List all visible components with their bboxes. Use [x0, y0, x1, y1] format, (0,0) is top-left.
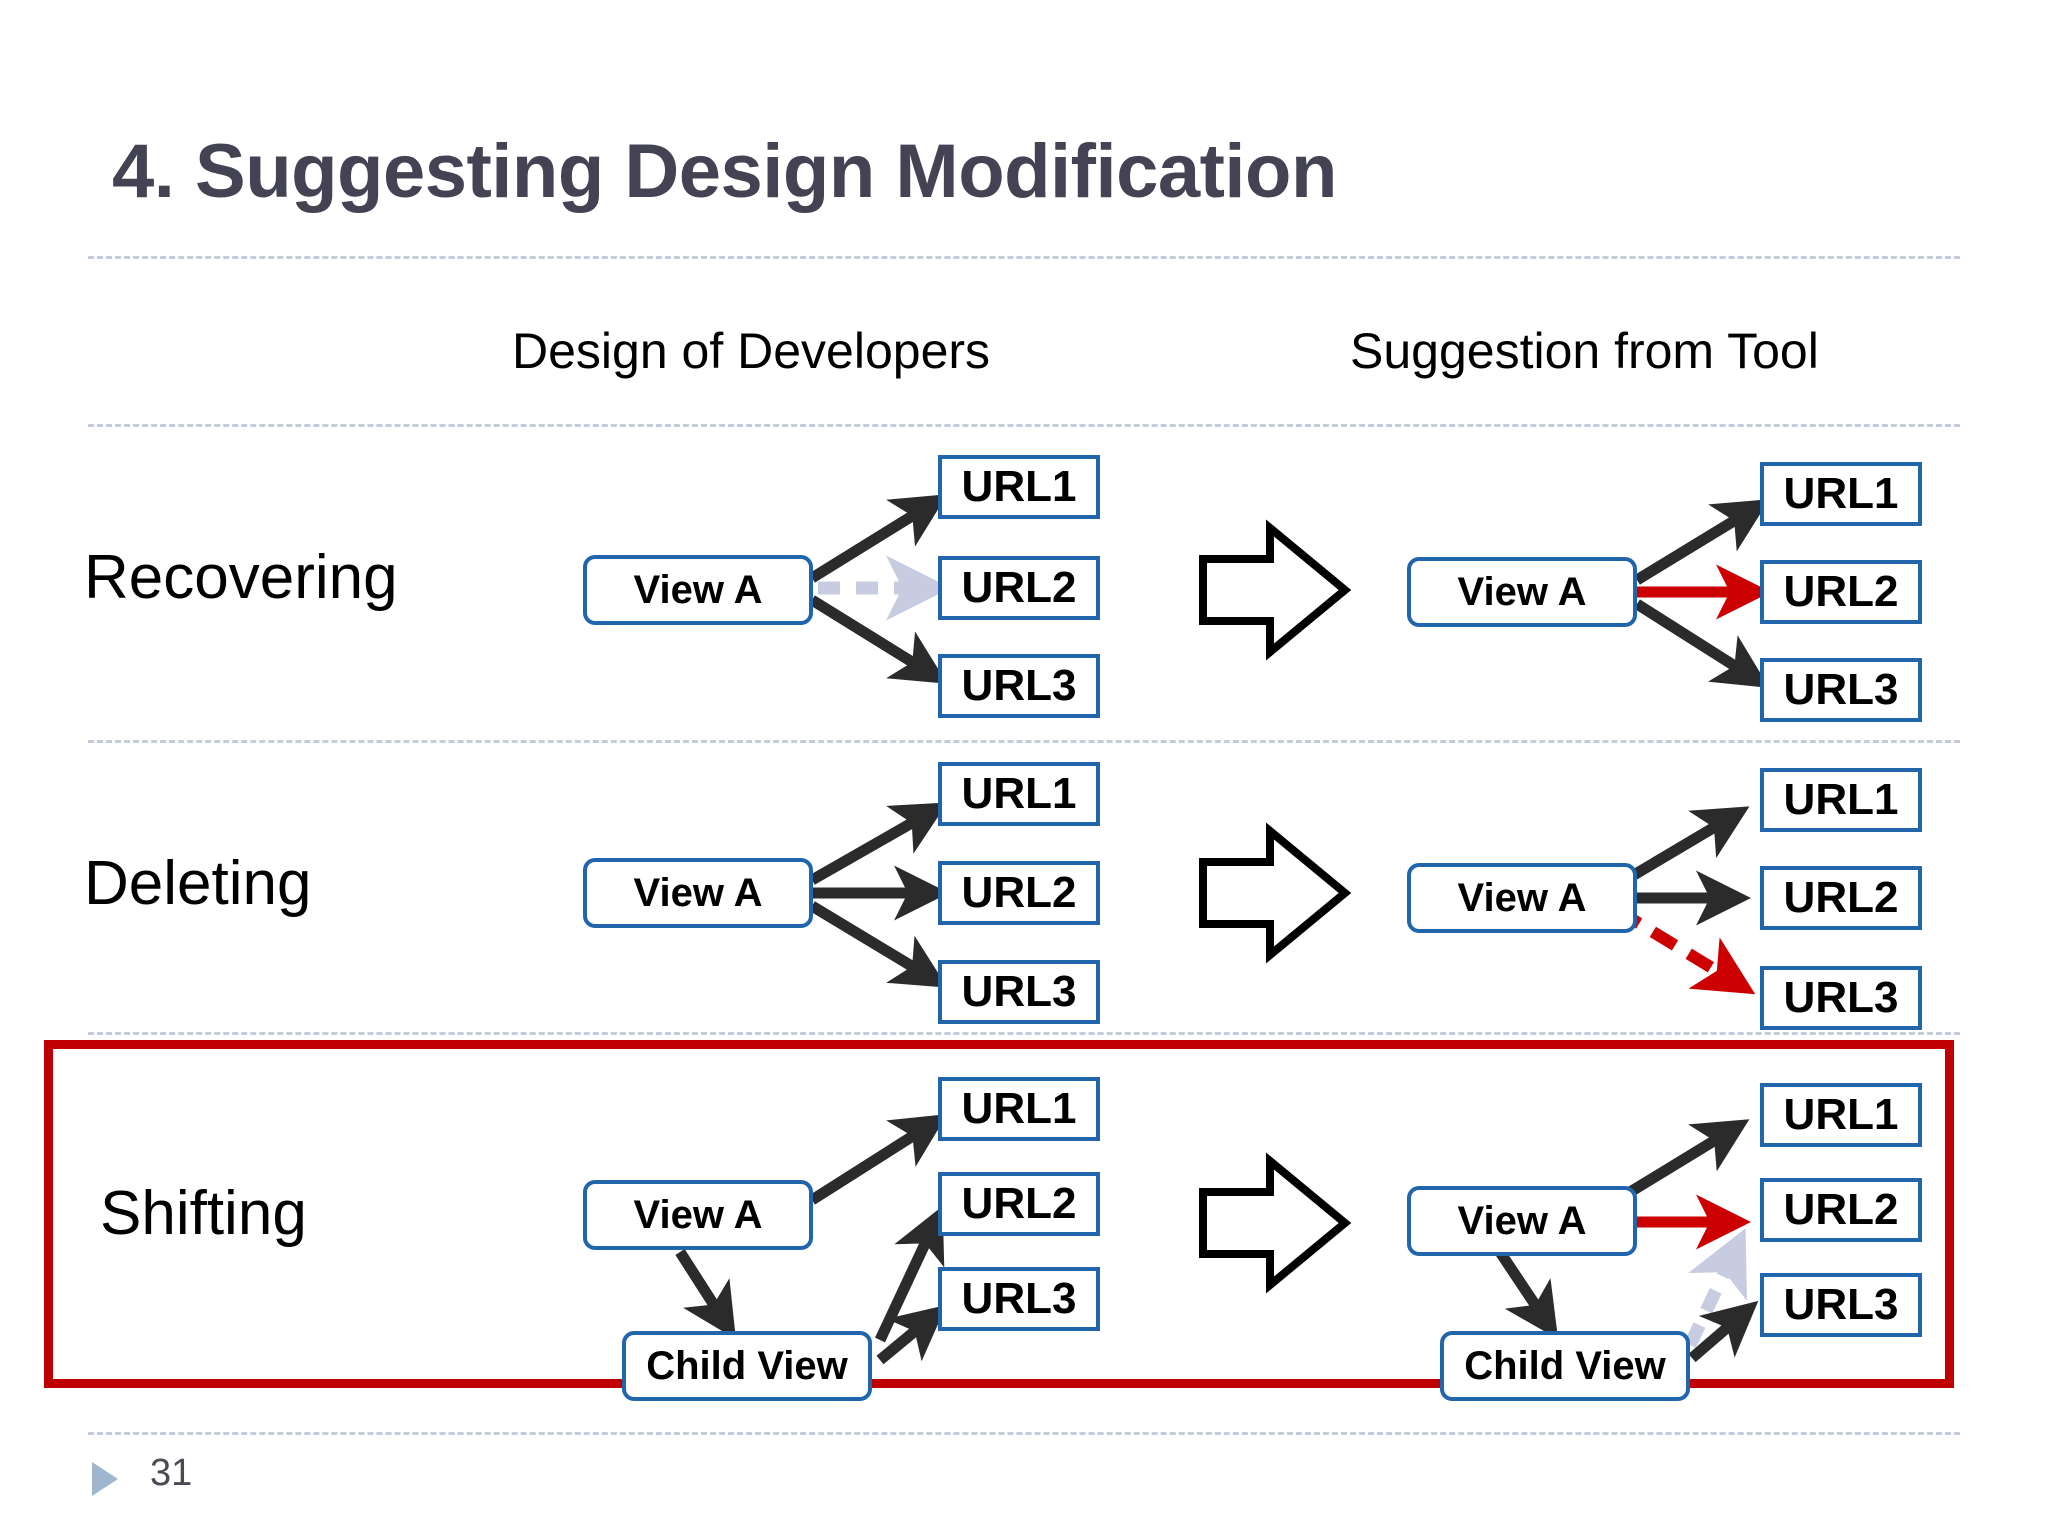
- triangle-bullet-icon: [92, 1462, 118, 1496]
- node-url1[interactable]: URL1: [1760, 768, 1922, 832]
- node-url1[interactable]: URL1: [1760, 462, 1922, 526]
- node-view-a[interactable]: View A: [583, 1180, 813, 1250]
- node-url1[interactable]: URL1: [938, 1077, 1100, 1141]
- node-url2[interactable]: URL2: [938, 861, 1100, 925]
- node-url2[interactable]: URL2: [1760, 866, 1922, 930]
- row-divider-deleting-shifting: [88, 1032, 1960, 1035]
- node-url3[interactable]: URL3: [938, 654, 1100, 718]
- edge-viewa-url3: [1634, 599, 1770, 688]
- node-child-view[interactable]: Child View: [622, 1331, 872, 1401]
- shifting-highlight-box: [44, 1040, 1954, 1388]
- node-view-a[interactable]: View A: [1407, 557, 1637, 627]
- node-url2[interactable]: URL2: [938, 556, 1100, 620]
- node-child-view[interactable]: Child View: [1440, 1331, 1690, 1401]
- node-view-a[interactable]: View A: [1407, 863, 1637, 933]
- edge-group-recovering-after: [1634, 499, 1771, 688]
- title-divider: [88, 256, 1960, 259]
- edge-group-deleting-before: [809, 802, 949, 988]
- node-url3[interactable]: URL3: [1760, 658, 1922, 722]
- node-url3[interactable]: URL3: [1760, 1273, 1922, 1337]
- column-header-suggestion: Suggestion from Tool: [1350, 323, 1819, 379]
- edge-viewa-url1: [809, 802, 948, 885]
- row-divider-recovering-deleting: [88, 740, 1960, 743]
- slide-number: 31: [150, 1452, 193, 1494]
- node-url1[interactable]: URL1: [938, 455, 1100, 519]
- node-url2[interactable]: URL2: [1760, 1178, 1922, 1242]
- header-divider: [88, 424, 1960, 427]
- transform-arrow-deleting: [1199, 822, 1352, 964]
- node-view-a[interactable]: View A: [1407, 1186, 1637, 1256]
- row-label-deleting: Deleting: [84, 849, 312, 918]
- page-title: 4. Suggesting Design Modification: [112, 129, 1337, 214]
- transform-arrow-recovering: [1199, 519, 1352, 661]
- node-url1[interactable]: URL1: [1760, 1083, 1922, 1147]
- edge-viewa-url3: [809, 595, 948, 684]
- node-url1[interactable]: URL1: [938, 762, 1100, 826]
- edge-viewa-url1: [1634, 499, 1770, 585]
- node-url3[interactable]: URL3: [1760, 966, 1922, 1030]
- edge-group-recovering-before: [809, 494, 951, 684]
- node-url3[interactable]: URL3: [938, 1267, 1100, 1331]
- node-view-a[interactable]: View A: [583, 858, 813, 928]
- row-label-shifting: Shifting: [100, 1179, 307, 1248]
- column-header-design: Design of Developers: [512, 323, 991, 379]
- edge-viewa-url1: [809, 494, 948, 583]
- bottom-divider: [88, 1432, 1960, 1435]
- node-url2[interactable]: URL2: [1760, 560, 1922, 624]
- node-view-a[interactable]: View A: [583, 555, 813, 625]
- node-url3[interactable]: URL3: [938, 960, 1100, 1024]
- row-label-recovering: Recovering: [84, 543, 398, 612]
- edge-viewa-url3: [809, 901, 948, 988]
- node-url2[interactable]: URL2: [938, 1172, 1100, 1236]
